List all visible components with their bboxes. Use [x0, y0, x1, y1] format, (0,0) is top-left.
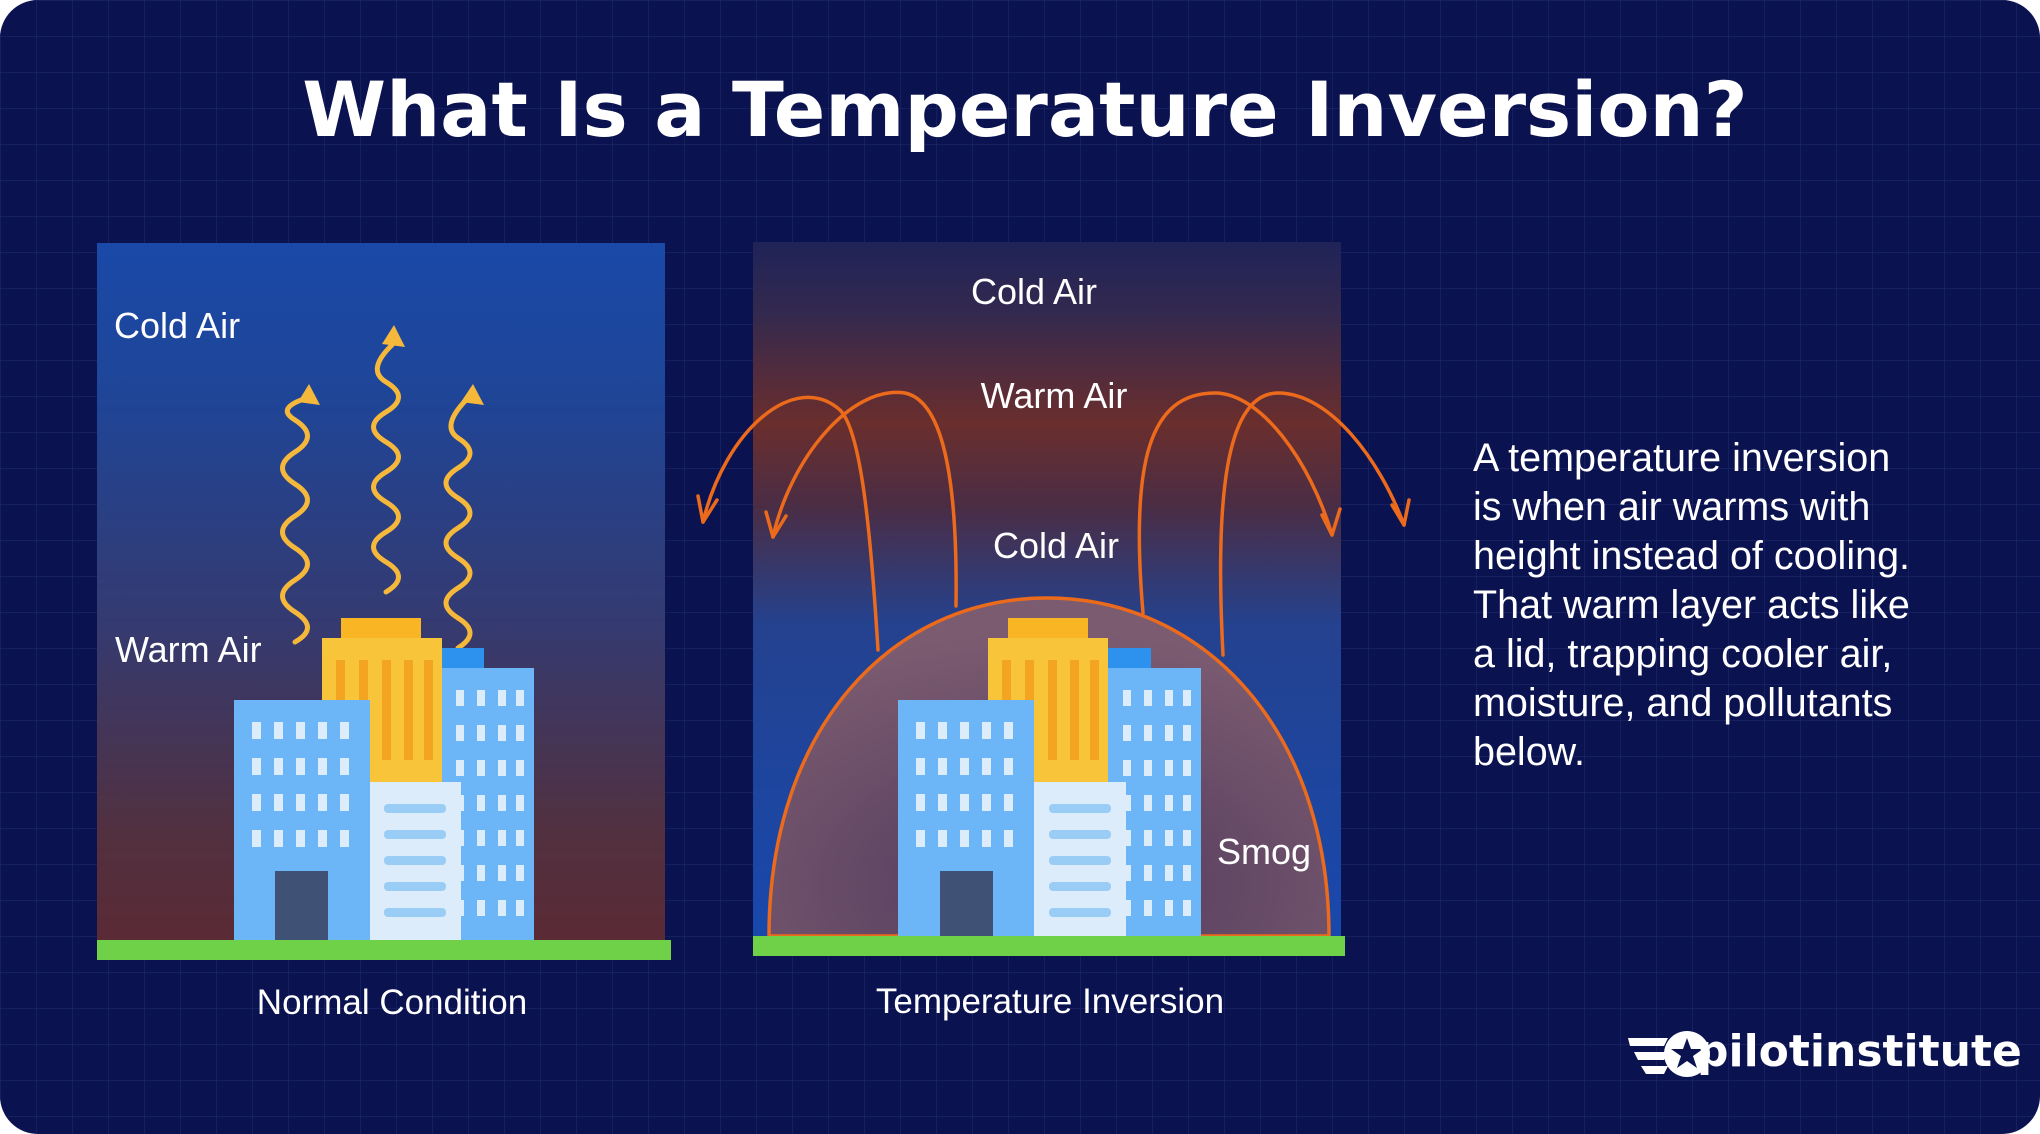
description-line: That warm layer acts like	[1473, 583, 1910, 627]
description-line: a lid, trapping cooler air,	[1473, 632, 1892, 676]
smog-label: Smog	[1217, 831, 1311, 872]
inversion-top-cold-air-label: Cold Air	[971, 271, 1097, 312]
normal-city-buildings	[234, 618, 534, 940]
normal-warm-air-label: Warm Air	[115, 629, 262, 670]
arrow-heads	[298, 325, 484, 405]
inversion-warm-air-label: Warm Air	[981, 375, 1128, 416]
description: A temperature inversion is when air warm…	[1473, 436, 1910, 774]
winged-star-icon	[1628, 1031, 1710, 1077]
brand-logo: pilotinstitute	[1628, 1026, 2022, 1077]
inversion-ground	[753, 936, 1345, 956]
normal-ground	[97, 940, 671, 960]
description-line: moisture, and pollutants	[1473, 681, 1892, 725]
inversion-caption: Temperature Inversion	[876, 982, 1224, 1021]
normal-condition-panel: Cold Air Warm Air	[97, 243, 671, 1022]
inversion-panel: Cold Air Warm Air Cold Air	[696, 242, 1411, 1021]
description-line: is when air warms with	[1473, 485, 1870, 529]
curved-arrow-icon	[696, 390, 1411, 657]
page-title: What Is a Temperature Inversion?	[302, 65, 1747, 154]
inversion-city-buildings	[898, 618, 1201, 940]
normal-condition-caption: Normal Condition	[257, 983, 527, 1022]
inversion-lower-cold-air-label: Cold Air	[993, 525, 1119, 566]
wavy-up-arrow-icon	[280, 342, 473, 651]
brand-name: pilotinstitute	[1697, 1026, 2022, 1077]
normal-cold-air-label: Cold Air	[114, 305, 240, 346]
description-line: below.	[1473, 730, 1585, 774]
description-line: height instead of cooling.	[1473, 534, 1910, 578]
description-line: A temperature inversion	[1473, 436, 1890, 480]
